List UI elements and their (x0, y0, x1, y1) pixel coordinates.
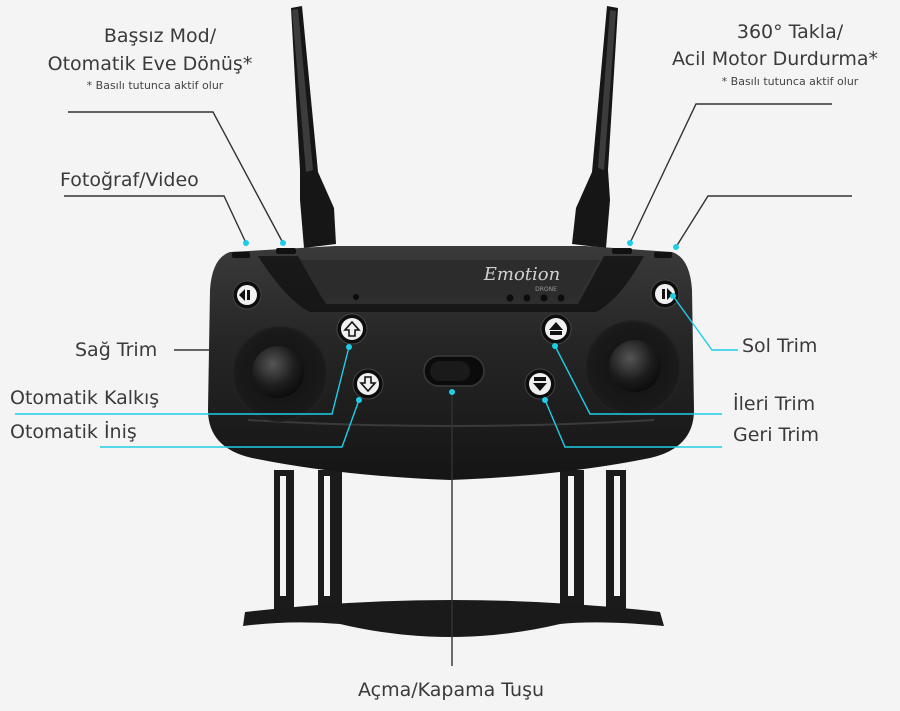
right-antenna (572, 6, 618, 248)
forward-trim-button[interactable] (540, 313, 572, 345)
label-right-trim: Sağ Trim (75, 339, 158, 361)
label-flip-1: 360° Takla/ (736, 21, 844, 43)
label-auto-land: Otomatik İniş (10, 421, 137, 443)
note-flip: * Basılı tutunca aktif olur (721, 75, 859, 88)
arrow-down-icon (359, 376, 377, 393)
trim-left-icon (239, 289, 245, 301)
label-left-trim: Sol Trim (742, 335, 818, 357)
back-trim-button[interactable] (524, 368, 556, 400)
phone-stand (243, 470, 664, 637)
right-joystick[interactable] (585, 320, 681, 416)
callout-lines-accent (15, 295, 738, 448)
landing-button[interactable] (352, 368, 384, 400)
brand-sub: DRONE (535, 286, 557, 293)
label-back-trim: Geri Trim (733, 424, 819, 446)
label-flip-2: Acil Motor Durdurma* (671, 48, 879, 70)
callout-dots (243, 240, 679, 403)
label-photo-video: Fotoğraf/Video (60, 169, 199, 191)
left-joystick[interactable] (232, 326, 328, 422)
trim-right-button[interactable] (650, 279, 680, 309)
arrow-up-icon (343, 320, 361, 337)
label-power-button: Açma/Kapama Tuşu (357, 679, 545, 701)
label-headless-mode-1: Başsız Mod/ (103, 25, 217, 47)
label-headless-mode-2: Otomatik Eve Dönüş* (47, 53, 253, 75)
brand-logo: Emotion (483, 264, 560, 285)
trim-left-button[interactable] (232, 280, 262, 310)
note-headless-mode: * Basılı tutunca aktif olur (86, 79, 224, 92)
label-forward-trim: İleri Trim (733, 393, 816, 415)
label-auto-takeoff: Otomatik Kalkış (10, 387, 160, 409)
trim-right-icon (667, 288, 673, 300)
arrow-up-icon (549, 322, 563, 330)
power-switch[interactable] (423, 355, 485, 387)
arrow-down-icon (533, 383, 547, 391)
callout-lines (64, 103, 852, 666)
takeoff-button[interactable] (336, 313, 368, 345)
left-antenna (291, 6, 336, 248)
